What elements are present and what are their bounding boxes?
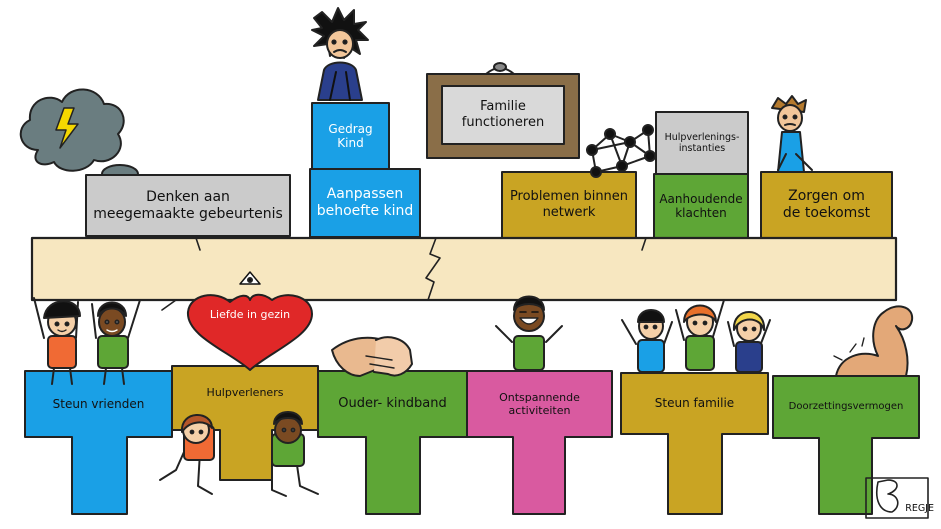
- storm-cloud-icon: [19, 88, 139, 184]
- box-aanpassen-behoefte: [309, 168, 421, 238]
- label-problemen-netwerk: Problemen binnen netwerk: [509, 189, 629, 220]
- happy-kid-figure: [495, 295, 563, 371]
- family-kids-figures: [621, 299, 771, 373]
- label-doorzettingsvermogen: Doorzettingsvermogen: [788, 401, 904, 412]
- label-aanhoudende-klachten: Aanhoudende klachten: [659, 191, 743, 220]
- label-ouder-kindband: Ouder- kindband: [338, 396, 447, 412]
- label-hulpverleningsinstanties: Hulpverlenings- instanties: [664, 131, 740, 154]
- label-hulpverleners: Hulpverleners: [206, 386, 284, 400]
- t-doorzettingsvermogen: [772, 375, 920, 515]
- label-aanpassen-behoefte-kind: Aanpassen behoefte kind: [316, 186, 414, 219]
- box-problemen-netwerk: [501, 171, 637, 239]
- flexed-arm-icon: [833, 305, 914, 377]
- helpers-figures: [159, 411, 319, 497]
- box-gedrag-kind: [311, 102, 390, 170]
- label-liefde-in-gezin: Liefde in gezin: [209, 308, 291, 322]
- label-familie-functioneren: Familie functioneren: [461, 99, 545, 130]
- balance-beam: [30, 236, 898, 302]
- network-icon: [586, 124, 656, 178]
- holding-hands-icon: [331, 336, 413, 377]
- heart-icon: [186, 271, 313, 371]
- picture-frame-familie: [426, 62, 580, 159]
- signature-text: REGJE: [905, 503, 934, 515]
- beam-crack: [425, 237, 441, 301]
- t-steun-familie: [620, 372, 769, 515]
- label-zorgen-toekomst: Zorgen om de toekomst: [782, 188, 871, 221]
- box-aanhoudende-klachten: [653, 173, 749, 239]
- friends-figures: [33, 297, 141, 385]
- label-steun-vrienden: Steun vrienden: [52, 396, 145, 411]
- box-denken-aan-gebeurtenis: [85, 174, 291, 237]
- label-gedrag-kind: Gedrag Kind: [328, 121, 373, 150]
- box-hulpverleningsinstanties: [655, 111, 749, 175]
- standing-boy-figure: [771, 95, 813, 173]
- label-steun-familie: Steun familie: [654, 396, 735, 411]
- signature-logo: [865, 477, 929, 519]
- label-ontspannende-activiteiten: Ontspannende activiteiten: [499, 390, 580, 417]
- sitting-boy-figure: [311, 7, 369, 101]
- label-denken-aan-gebeurtenis: Denken aan meegemaakte gebeurtenis: [93, 188, 283, 222]
- t-ontspannende-activiteiten: [466, 370, 613, 515]
